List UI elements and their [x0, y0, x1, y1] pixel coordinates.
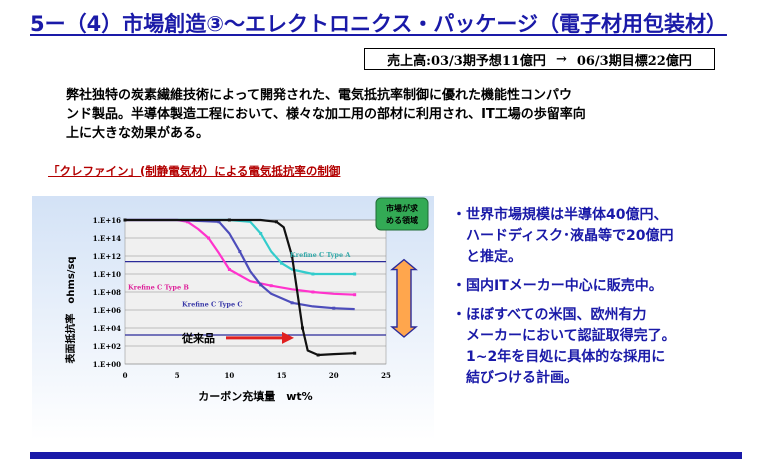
series-point — [290, 254, 294, 258]
series-point — [353, 351, 357, 355]
series-point — [280, 261, 284, 265]
series-line — [125, 218, 355, 311]
sales-target: 06/3期目標22億円 — [576, 53, 692, 69]
y-tick-label: 1.E+02 — [93, 342, 121, 351]
series-point — [316, 353, 320, 357]
series-point — [311, 272, 315, 276]
series-point — [227, 268, 231, 271]
series-point — [311, 290, 315, 294]
series-point — [332, 306, 336, 310]
x-tick-label: 0 — [123, 371, 128, 380]
bullet-line: 世界市場規模は半導体40億円、 — [466, 207, 668, 223]
y-tick-label: 1.E+10 — [93, 270, 121, 279]
chart-svg: 1.E+00 1.E+02 1.E+04 1.E+06 1.E+08 1.E+10 1.E+… — [32, 196, 434, 440]
bullet-line: ほぼすべての米国、欧州有力 — [466, 307, 647, 323]
bullet-line: 1~2年を目処に具体的な採用に — [466, 349, 666, 365]
series-point — [259, 283, 263, 287]
intro-paragraph: 弊社独特の炭素繊維技術によって開発された、電気抵抗率制御に優れた機能性コンパウ … — [66, 86, 686, 143]
series-point — [300, 326, 304, 330]
x-tick-label: 20 — [329, 371, 339, 380]
bullet-line: ハードディスク･液晶等で20億円 — [466, 228, 674, 244]
x-axis-label: カーボン充填量 wt% — [198, 389, 312, 403]
bullet-line: と推定。 — [466, 249, 522, 265]
series-point — [207, 236, 211, 240]
x-tick-label: 10 — [225, 371, 235, 380]
series-label: Krefine C Type C — [182, 301, 243, 309]
intro-line: 弊社独特の炭素繊維技術によって開発された、電気抵抗率制御に優れた機能性コンパウ — [66, 88, 572, 103]
series-point — [227, 218, 231, 222]
bullet-line: 国内ITメーカー中心に販売中。 — [466, 278, 663, 294]
resistivity-chart: 1.E+00 1.E+02 1.E+04 1.E+06 1.E+08 1.E+10 1.E+… — [32, 196, 434, 440]
series-point — [186, 220, 190, 224]
intro-line: 上に大きな効果がある。 — [66, 126, 210, 141]
bullet-item: ・ 国内ITメーカー中心に販売中。 — [452, 276, 752, 297]
y-axis-label: 表面抵抗率 ohms/sq — [64, 256, 77, 364]
market-callout-box — [375, 197, 429, 231]
chart-heading: 「クレファイン」(制静電気材）による電気抵抗率の制御 — [48, 164, 341, 178]
bullet-line: メーカーにおいて認証取得完了。 — [466, 328, 676, 344]
series-label: Krefine C Type B — [128, 284, 189, 292]
bullet-mark: ・ — [452, 207, 466, 223]
series-point — [353, 293, 357, 297]
y-tick-label: 1.E+00 — [93, 360, 121, 369]
y-tick-label: 1.E+06 — [93, 306, 121, 315]
series-point — [353, 272, 357, 276]
intro-line: ンド製品。半導体製造工程において、様々な加工用の部材に利用され、IT工場の歩留率… — [66, 107, 586, 122]
series-point — [238, 250, 242, 253]
series-point — [217, 220, 221, 224]
bullet-item: ・ ほぼすべての米国、欧州有力 メーカーにおいて認証取得完了。 1~2年を目処に… — [452, 305, 752, 389]
bullet-mark: ・ — [452, 278, 466, 294]
market-band-arrow — [390, 258, 418, 338]
series-point — [290, 301, 294, 305]
market-callout-label: 市場が求 — [386, 203, 419, 213]
bullet-list: ・ 世界市場規模は半導体40億円、 ハードディスク･液晶等で20億円 と推定。 … — [452, 205, 752, 397]
x-tick-label: 5 — [175, 371, 180, 380]
sales-summary-box: 売上高:03/3期予想11億円 → 06/3期目標22億円 — [364, 48, 715, 70]
x-tick-label: 25 — [381, 371, 391, 380]
bullet-line: 結びつける計画。 — [466, 370, 578, 386]
series-point — [259, 232, 263, 235]
series-point — [274, 220, 278, 224]
bullet-mark: ・ — [452, 307, 466, 323]
y-tick-label: 1.E+12 — [93, 252, 121, 261]
y-tick-label: 1.E+04 — [93, 324, 121, 333]
series-point — [123, 218, 127, 222]
market-callout-label: める領域 — [386, 215, 418, 225]
sales-current: 売上高:03/3期予想11億円 — [387, 53, 546, 69]
series-point — [269, 284, 273, 288]
series-label: Krefine C Type A — [290, 251, 351, 259]
y-tick-label: 1.E+14 — [93, 234, 121, 243]
footer-bar — [30, 452, 742, 459]
y-tick-label: 1.E+16 — [93, 216, 121, 225]
red-arrow-head — [282, 331, 294, 344]
right-arrow-icon: → — [555, 51, 567, 67]
y-tick-label: 1.E+08 — [93, 288, 121, 297]
page-title: 5ー（4）市場創造③～エレクトロニクス・パッケージ（電子材用包装材） — [30, 12, 727, 36]
x-tick-label: 15 — [277, 371, 287, 380]
bullet-item: ・ 世界市場規模は半導体40億円、 ハードディスク･液晶等で20億円 と推定。 — [452, 205, 752, 268]
conventional-label: 従来品 — [181, 331, 215, 345]
